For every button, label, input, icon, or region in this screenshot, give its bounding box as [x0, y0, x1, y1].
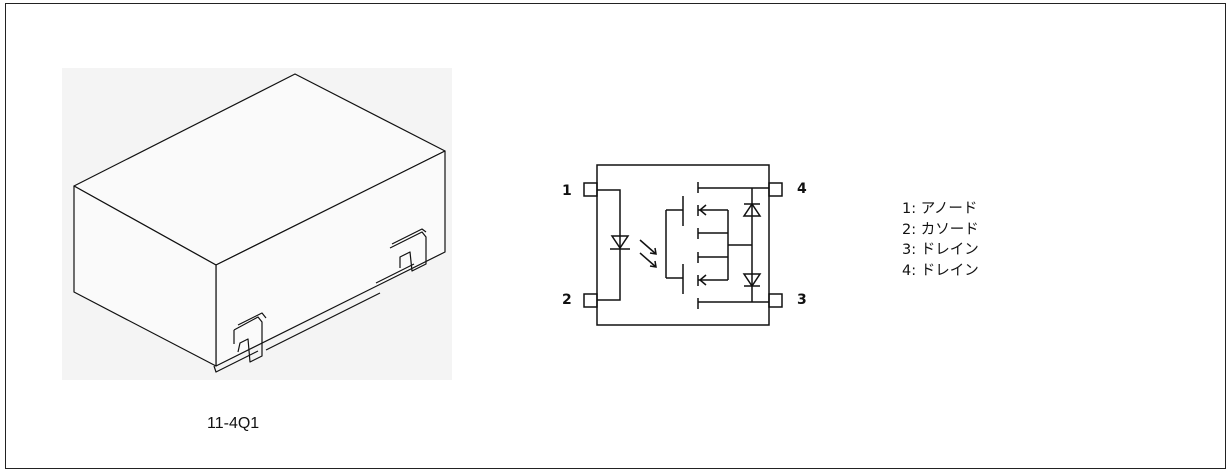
figure-frame [5, 3, 1226, 469]
package-label: 11-4Q1 [207, 415, 260, 432]
pin-1-pad [583, 182, 598, 197]
pin-3-pad [768, 293, 783, 308]
pin-description-1: 1: アノード [902, 201, 978, 217]
pin-4-pad [768, 182, 783, 197]
led-diode [610, 235, 630, 250]
pin-4-number: 4 [797, 181, 807, 197]
pin-description-list: 1: アノード 2: カソード 3: ドレイン 4: ドレイン [902, 199, 979, 281]
pin-2-pad [583, 293, 598, 308]
pin-3-number: 3 [797, 292, 807, 308]
pin-description-3: 3: ドレイン [902, 242, 979, 258]
pin-description-4: 4: ドレイン [902, 262, 979, 279]
schematic-body [596, 164, 770, 326]
pin-2-number: 2 [562, 292, 572, 308]
pin-description-2: 2: カソード [902, 221, 979, 238]
pin-1-number: 1 [562, 183, 572, 199]
